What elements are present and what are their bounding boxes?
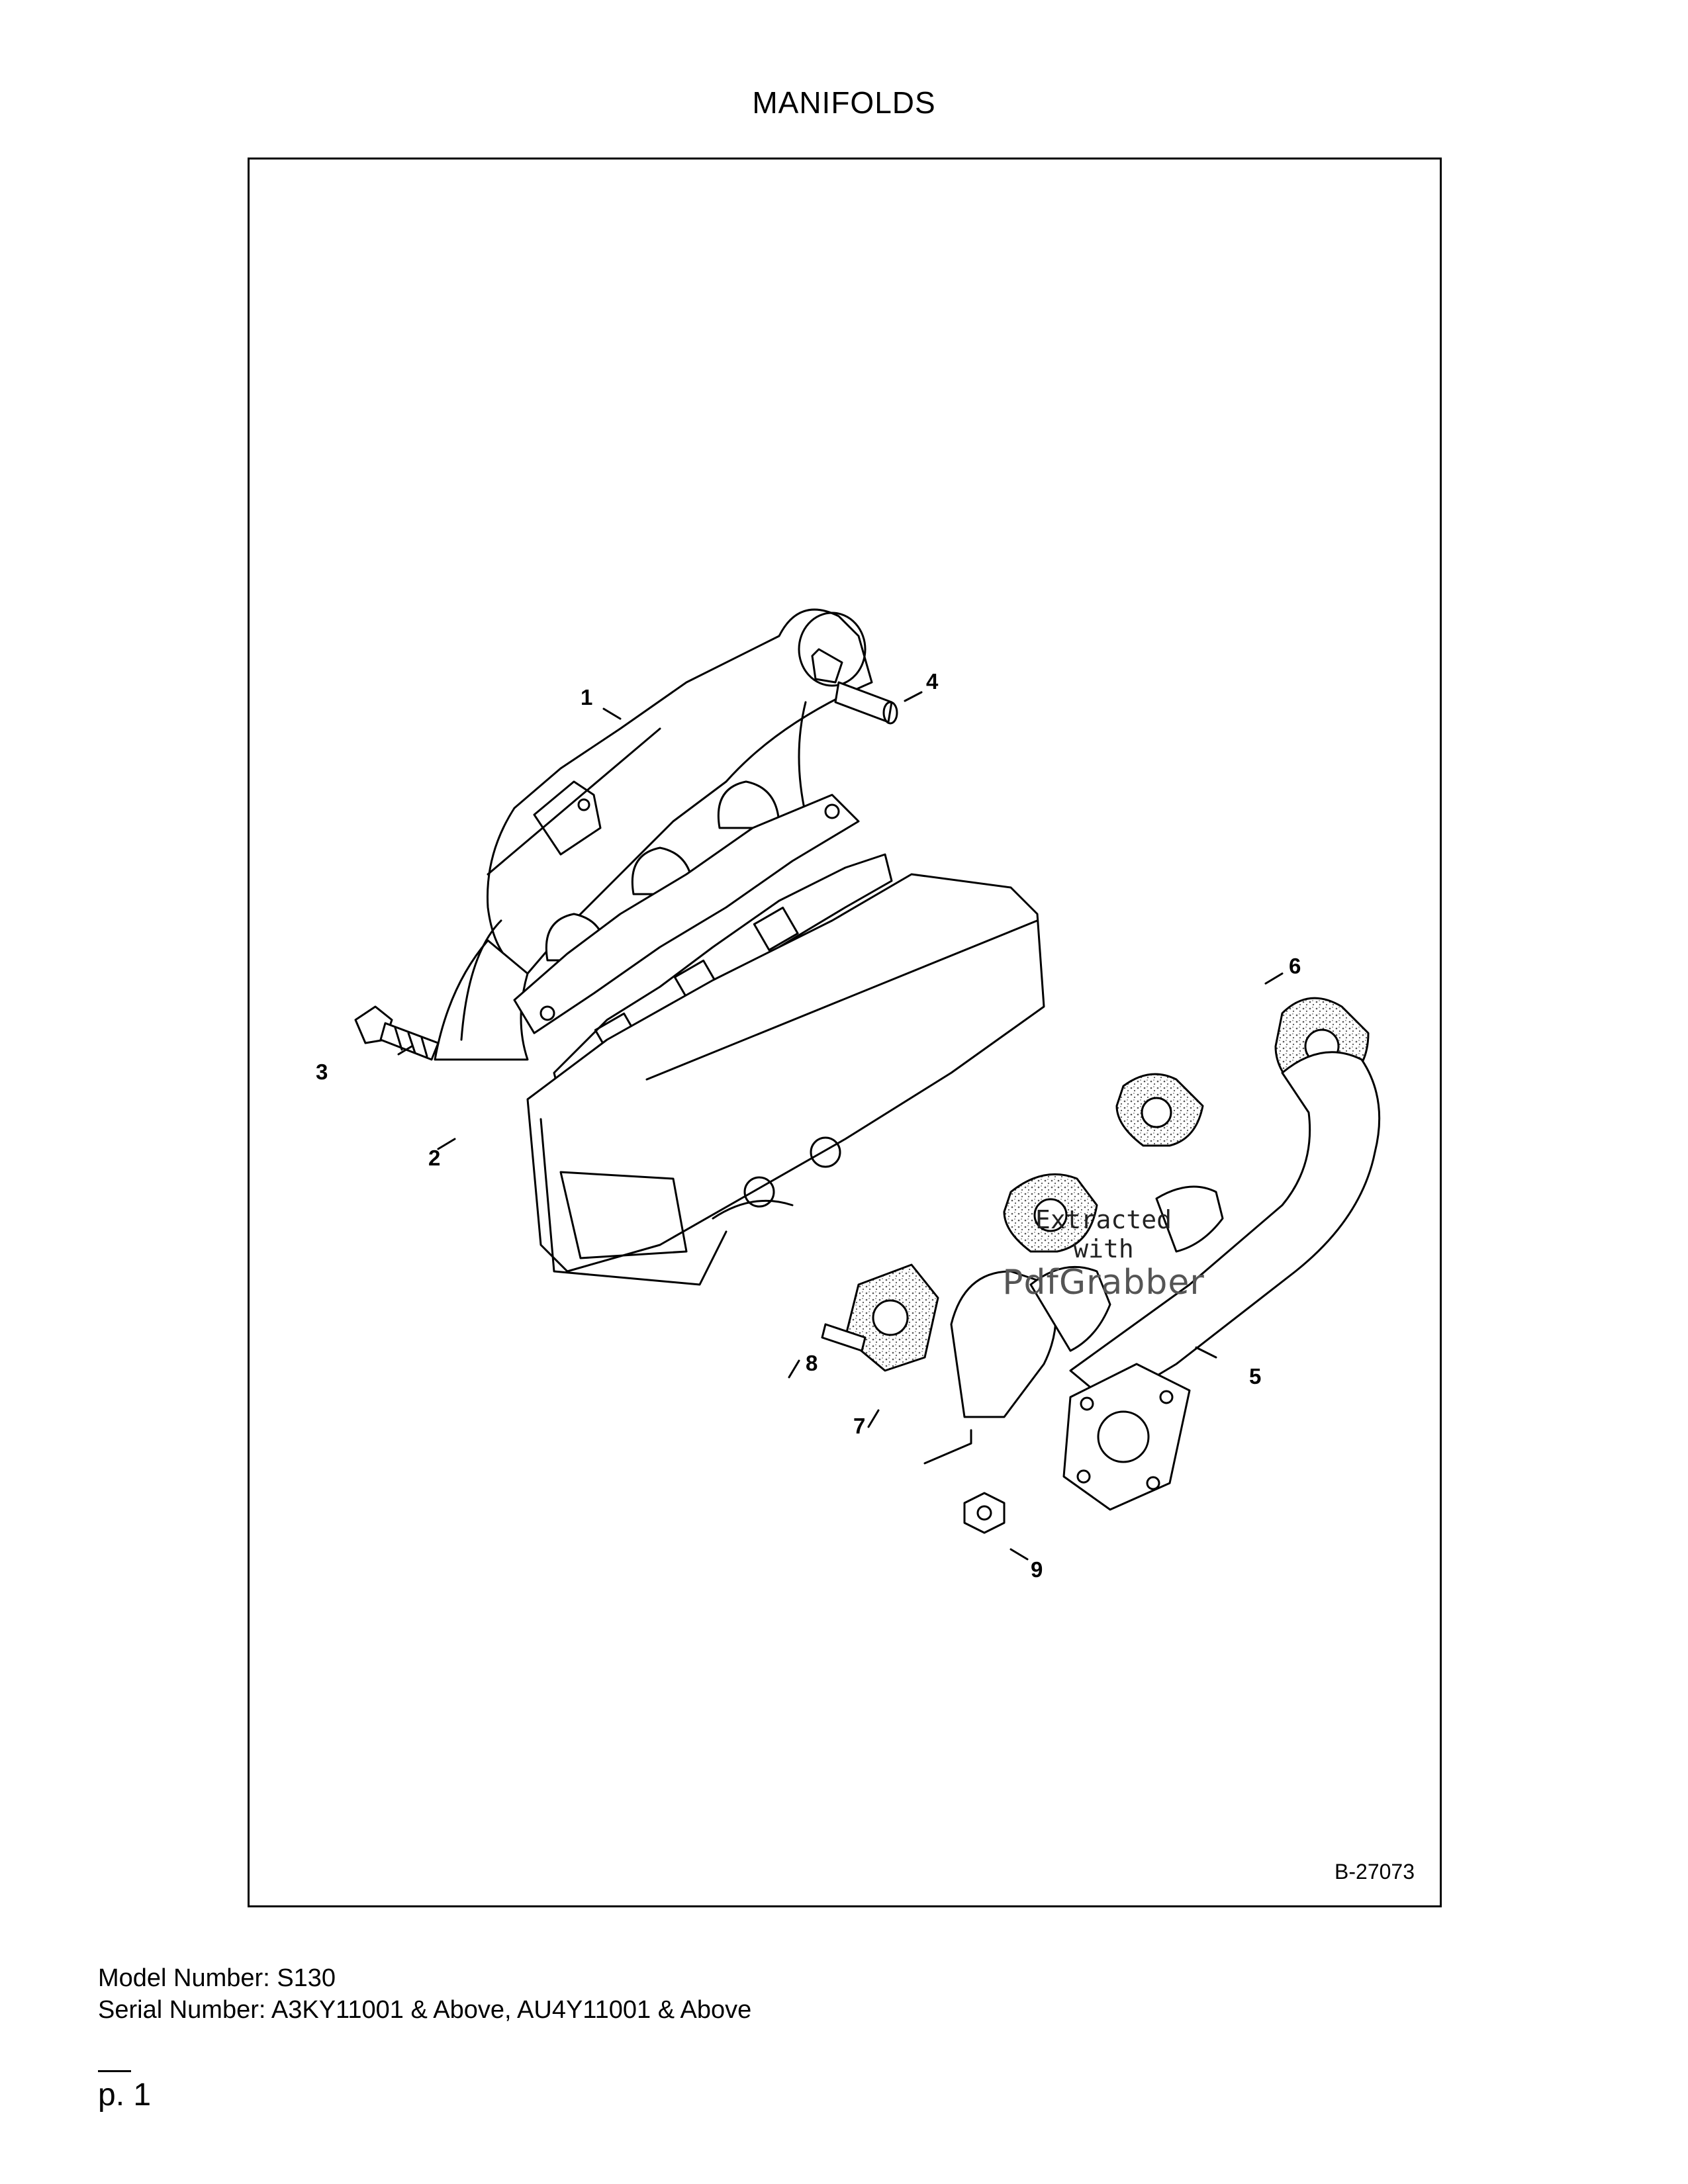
callout-6: 6 — [1289, 954, 1301, 978]
callout-4: 4 — [926, 669, 939, 694]
callout-8: 8 — [806, 1351, 818, 1375]
callout-3: 3 — [316, 1060, 328, 1084]
callout-1: 1 — [581, 685, 592, 709]
callout-5: 5 — [1249, 1364, 1261, 1388]
serial-number: Serial Number: A3KY11001 & Above, AU4Y11… — [98, 1996, 752, 2024]
callout-9: 9 — [1031, 1557, 1043, 1582]
model-info: Model Number: S130 Serial Number: A3KY11… — [98, 1962, 751, 2026]
intake-manifold — [434, 608, 873, 1061]
page-number: p. 1 — [98, 2077, 152, 2113]
callouts: 1 4 6 5 3 2 8 7 9 — [316, 669, 1301, 1582]
leader-lines — [397, 691, 1284, 1561]
page-title: MANIFOLDS — [752, 85, 936, 120]
nut-part-9 — [923, 1429, 1006, 1534]
model-number: Model Number: S130 — [98, 1964, 336, 1992]
watermark-line-1: Extracted — [1035, 1205, 1172, 1234]
page-number-rule — [98, 2070, 131, 2072]
watermark-line-3: PdfGrabber — [1002, 1263, 1205, 1302]
diagram-id: B-27073 — [1335, 1860, 1415, 1884]
diagram-frame: 1 4 6 5 3 2 8 7 9 Extracted with PdfGrab… — [248, 158, 1442, 1907]
fitting-part-4 — [811, 648, 898, 725]
watermark: Extracted with PdfGrabber — [978, 1205, 1229, 1302]
callout-2: 2 — [428, 1146, 440, 1170]
cylinder-head — [526, 873, 1045, 1286]
watermark-line-2: with — [1073, 1234, 1134, 1263]
bolt-part-3 — [354, 1005, 440, 1061]
exhaust-manifold — [821, 1051, 1381, 1511]
callout-7: 7 — [853, 1414, 865, 1438]
exploded-view-diagram: 1 4 6 5 3 2 8 7 9 — [316, 608, 1381, 1582]
